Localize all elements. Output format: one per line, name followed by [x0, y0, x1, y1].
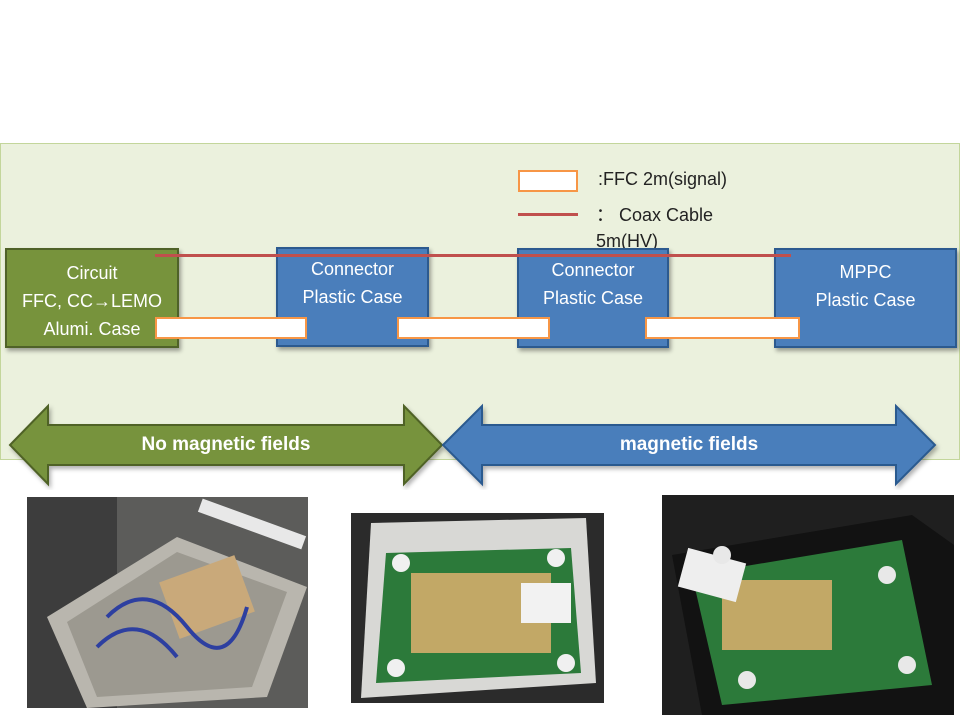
connector1-case: Plastic Case [302, 287, 403, 307]
circuit-case-photo [27, 497, 308, 708]
mppc-title: MPPC [839, 262, 892, 282]
mppc-case: Plastic Case [815, 290, 916, 310]
no-magnetic-fields-label: No magnetic fields [141, 434, 311, 455]
legend-ffc-label: :FFC 2m(signal) [598, 169, 728, 189]
connector2-title: Connector [551, 260, 635, 280]
field-arrow [441, 403, 937, 487]
ffc-segment-3 [645, 317, 800, 339]
legend-coax-label: ： Coax Cable 5m(HV) [596, 205, 714, 251]
mppc-case-photo [662, 495, 954, 715]
connector1-title: Connector [310, 259, 395, 279]
ffc-segment-1 [155, 317, 307, 339]
circuit-case-line: Alumi. Case [43, 319, 141, 339]
legend-ffc-swatch [518, 170, 578, 192]
ffc-segment-2 [397, 317, 550, 339]
circuit-box: Circuit FFC, CC→LEMO Alumi. Case [5, 248, 179, 348]
coax-cable-line [155, 254, 791, 257]
field-arrows [8, 403, 937, 487]
mppc-box: MPPC Plastic Case [774, 248, 957, 348]
magnetic-fields-label: magnetic fields [619, 434, 759, 455]
connector-case-photo [351, 513, 604, 703]
connector2-case: Plastic Case [542, 288, 644, 308]
circuit-title: Circuit [66, 263, 118, 283]
circuit-ffc-line: FFC, CC→LEMO [21, 291, 162, 311]
legend-coax-swatch [518, 213, 578, 216]
